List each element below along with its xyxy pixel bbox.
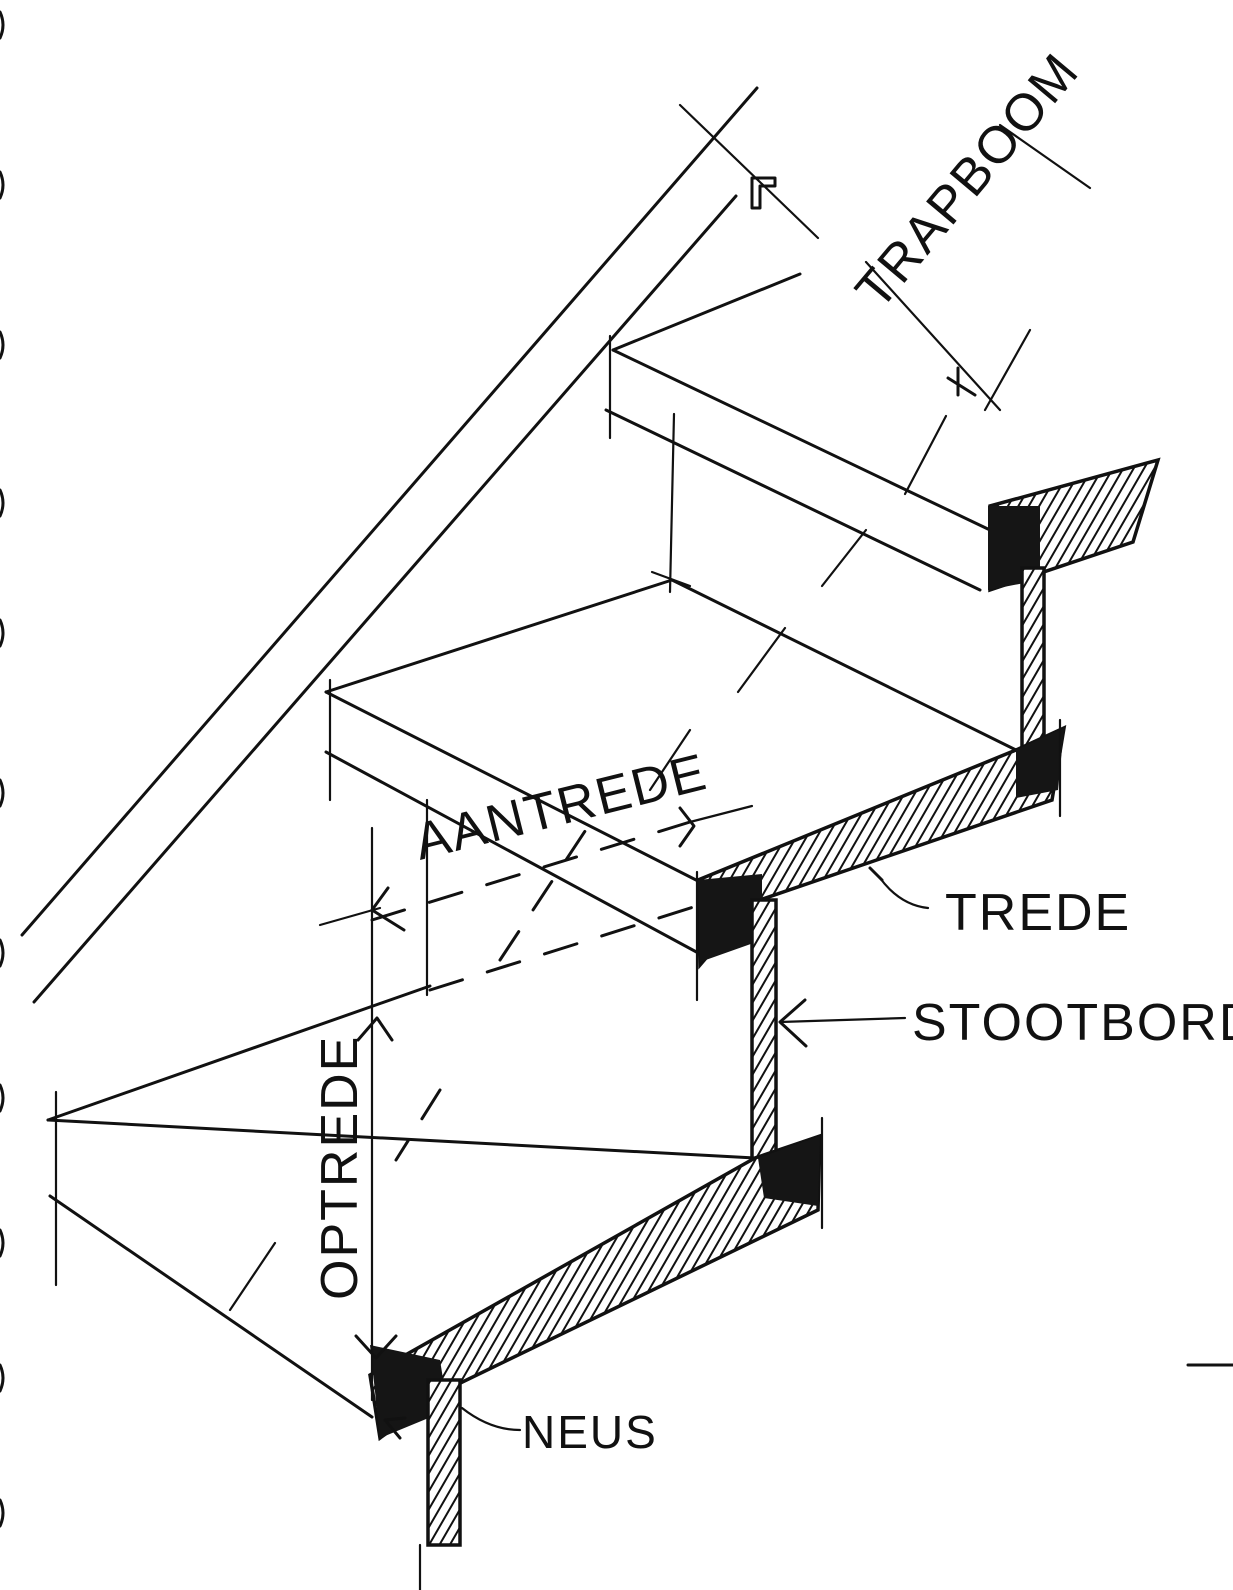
stootbord-pointer-icon — [778, 998, 808, 1048]
trapboom-arrow-top-icon — [750, 176, 777, 210]
label-neus: NEUS — [522, 1406, 658, 1458]
step-bottom — [46, 984, 824, 1590]
optrede-arrow-down-icon — [354, 1334, 398, 1360]
label-aantrede: AANTREDE — [409, 743, 713, 872]
label-trapboom: TRAPBOOM — [845, 42, 1091, 319]
dimension-lines — [318, 798, 754, 1402]
label-leaders — [383, 866, 930, 1440]
aantrede-arrow-left-icon — [370, 886, 406, 932]
aantrede-arrow-right-icon — [678, 806, 696, 848]
binder-marks — [0, 10, 1233, 1528]
optrede-arrow-up-icon — [356, 1016, 394, 1042]
step-middle — [324, 412, 1067, 1170]
stringer — [20, 86, 1092, 1004]
label-optrede: OPTREDE — [311, 1035, 369, 1300]
trede-pointer-icon — [868, 866, 884, 882]
neus-pointer-icon — [383, 1416, 407, 1440]
label-stootbord: STOOTBORD — [912, 994, 1233, 1052]
step-top — [604, 272, 1161, 762]
label-trede: TREDE — [945, 884, 1131, 942]
